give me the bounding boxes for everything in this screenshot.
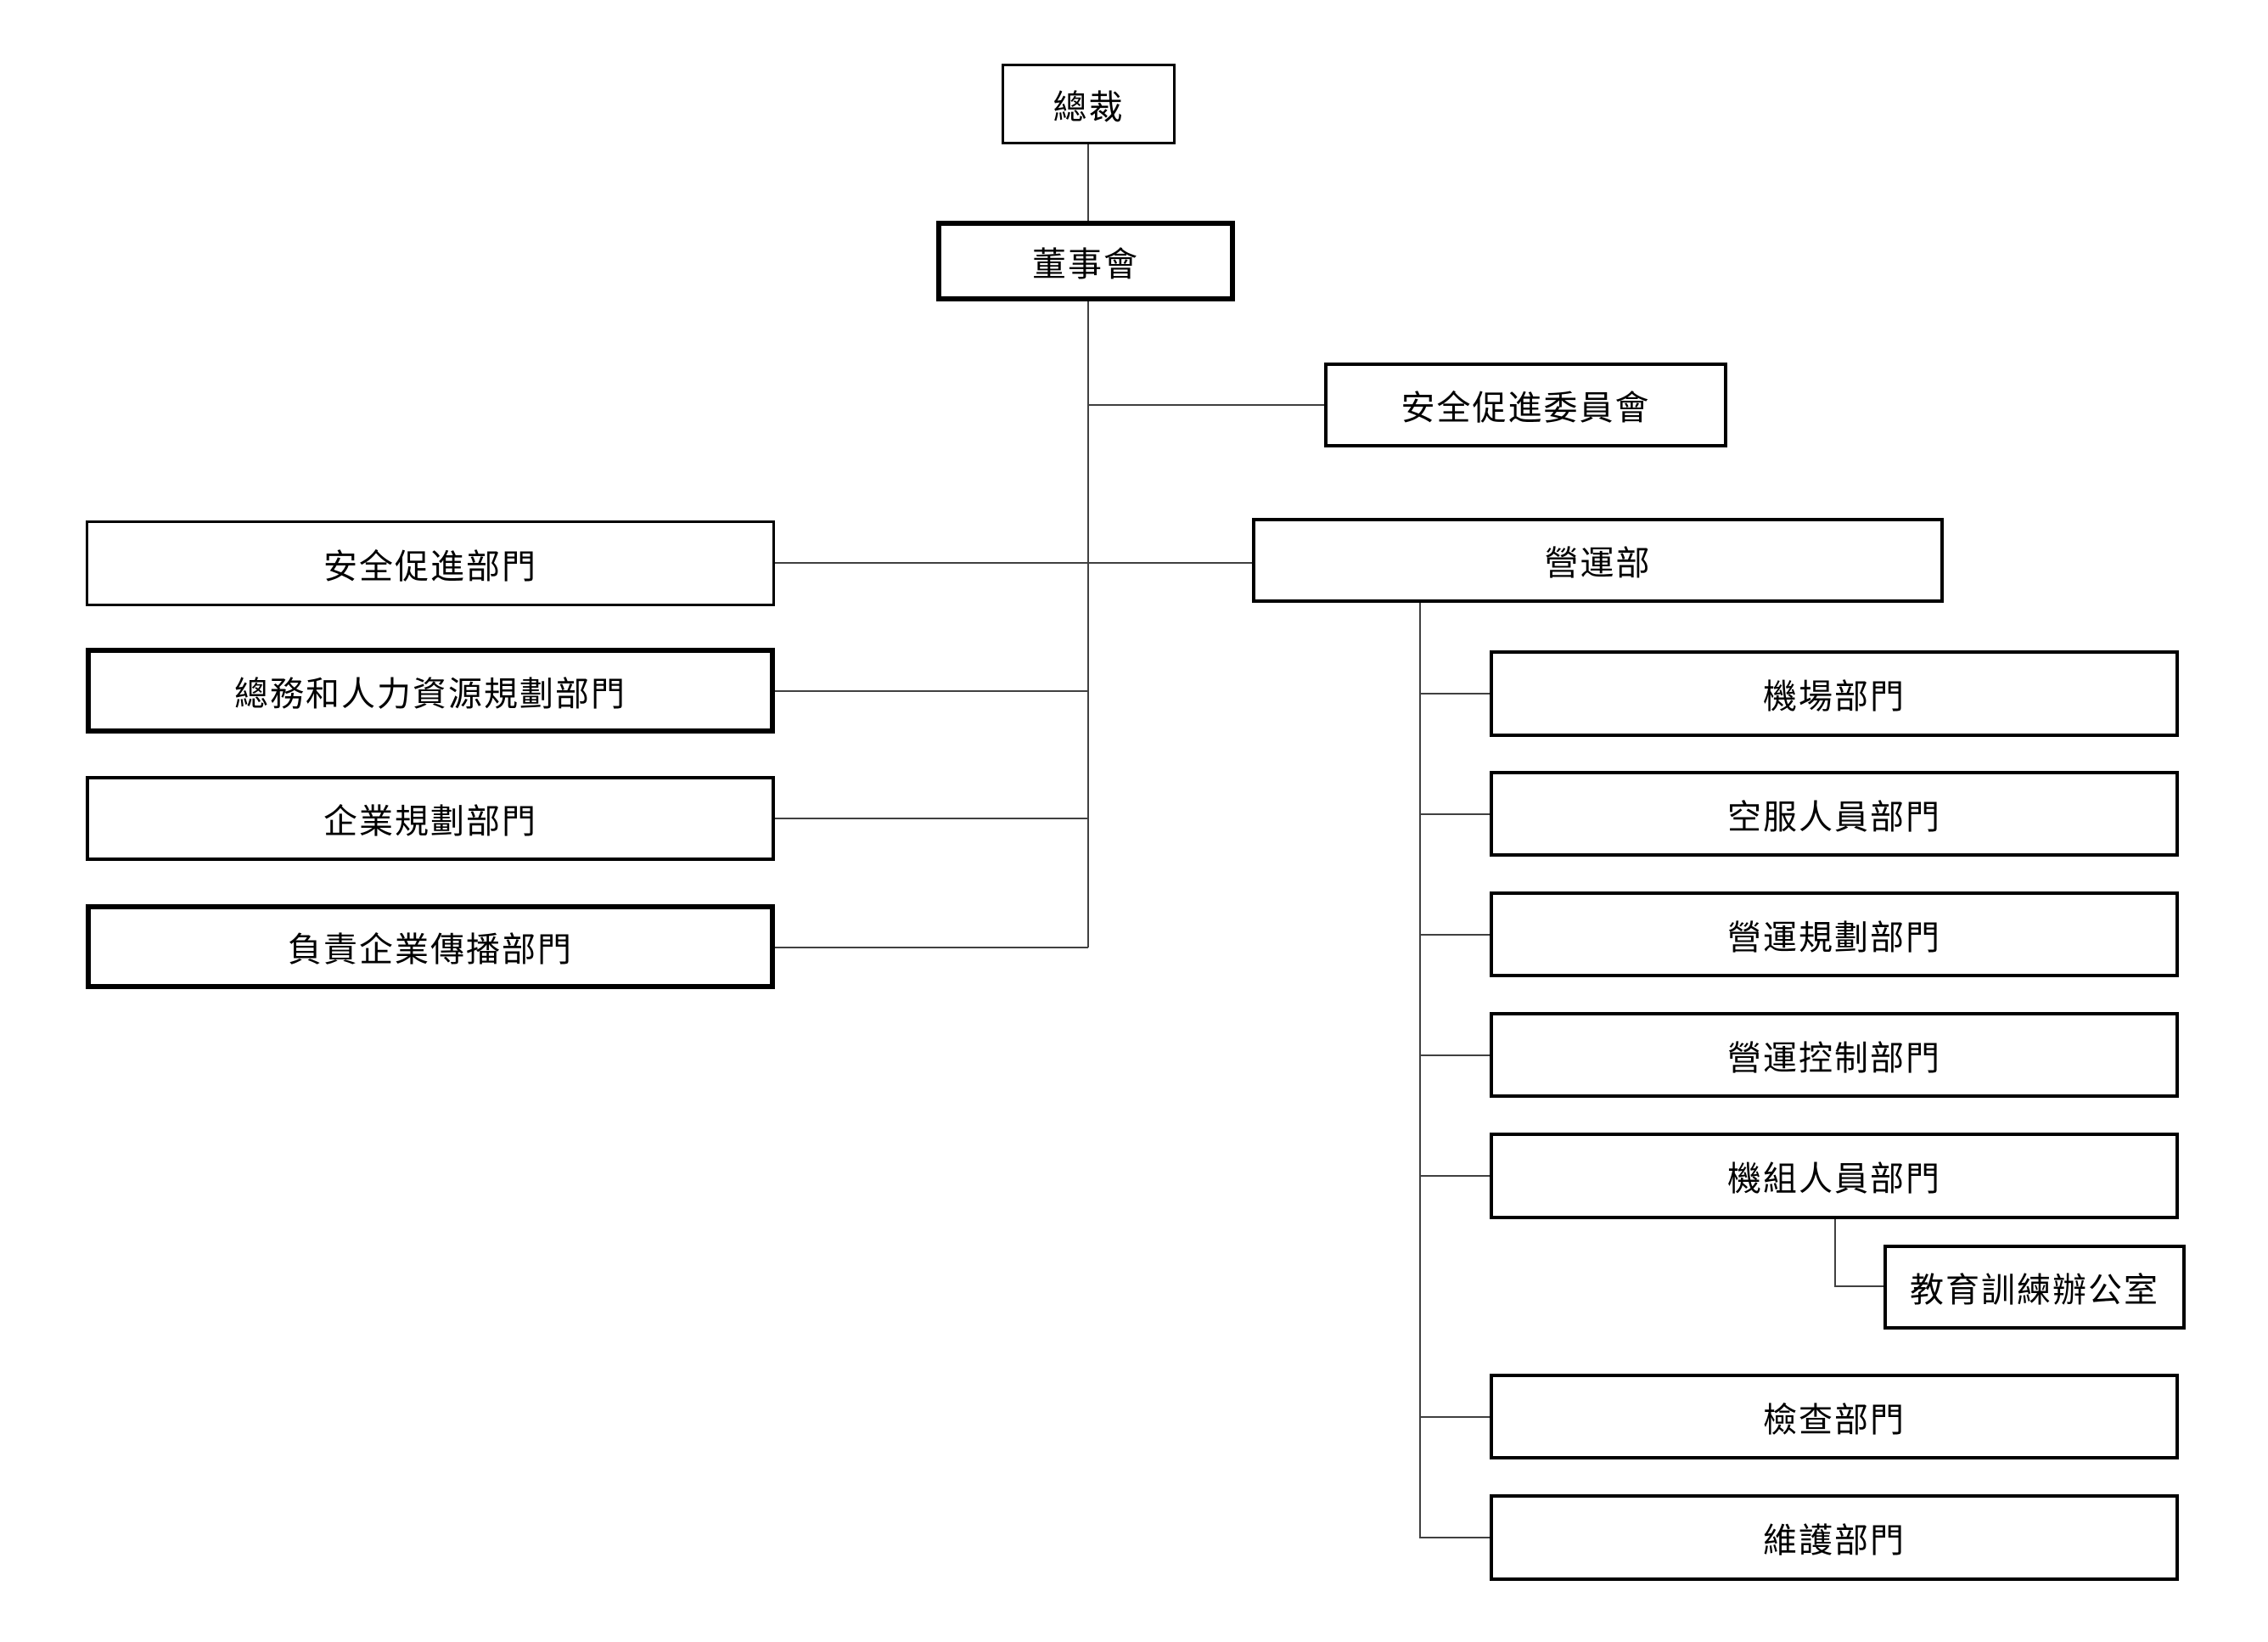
org-node-maintenance-dept: 維護部門: [1490, 1494, 2179, 1581]
connector-trunk-general-affairs-hr: [775, 690, 1088, 692]
org-node-general-affairs-hr-dept: 總務和人力資源規劃部門: [86, 648, 775, 734]
org-node-president-label: 總裁: [1053, 88, 1125, 127]
org-node-airport-dept-label: 機場部門: [1763, 678, 1906, 716]
connector-operations-maintenance: [1419, 1537, 1490, 1538]
connector-operations-airport: [1419, 693, 1490, 694]
org-node-president: 總裁: [1002, 64, 1176, 144]
connector-president-board: [1087, 144, 1089, 221]
org-node-training-office: 教育訓練辦公室: [1883, 1245, 2186, 1330]
org-node-corporate-planning-dept-label: 企業規劃部門: [323, 803, 537, 841]
connector-trunk-safety-promotion-and-operations: [775, 562, 1252, 564]
connector-operations-operations-control: [1419, 1054, 1490, 1056]
connector-board-trunk: [1087, 301, 1089, 948]
connector-flight-crew-training-horizontal: [1834, 1285, 1883, 1287]
org-node-safety-promotion-dept: 安全促進部門: [86, 520, 775, 606]
org-node-flight-crew-dept: 機組人員部門: [1490, 1133, 2179, 1219]
org-node-safety-committee-label: 安全促進委員會: [1401, 390, 1651, 427]
org-node-safety-promotion-dept-label: 安全促進部門: [323, 548, 537, 586]
connector-trunk-safety-committee: [1088, 404, 1324, 406]
connector-operations-flight-crew: [1419, 1175, 1490, 1177]
org-node-inspection-dept: 檢查部門: [1490, 1374, 2179, 1459]
org-node-operations-dept-label: 營運部: [1544, 545, 1652, 582]
connector-flight-crew-training-vertical: [1834, 1219, 1836, 1287]
connector-trunk-corporate-planning: [775, 818, 1088, 819]
org-node-flight-crew-dept-label: 機組人員部門: [1727, 1161, 1941, 1198]
org-node-operations-control-dept-label: 營運控制部門: [1727, 1039, 1941, 1077]
org-node-operations-dept: 營運部: [1252, 518, 1944, 603]
org-node-training-office-label: 教育訓練辦公室: [1910, 1272, 2159, 1309]
connector-operations-cabin-crew: [1419, 813, 1490, 815]
org-node-board: 董事會: [936, 221, 1235, 301]
org-node-cabin-crew-dept-label: 空服人員部門: [1727, 798, 1941, 836]
org-node-safety-committee: 安全促進委員會: [1324, 363, 1727, 447]
org-node-corporate-planning-dept: 企業規劃部門: [86, 776, 775, 861]
connector-operations-trunk: [1419, 603, 1421, 1538]
org-node-corporate-communications-dept: 負責企業傳播部門: [86, 904, 775, 989]
connector-trunk-corporate-communications: [775, 947, 1088, 948]
org-node-general-affairs-hr-dept-label: 總務和人力資源規劃部門: [234, 675, 626, 713]
org-node-operations-planning-dept: 營運規劃部門: [1490, 891, 2179, 977]
connector-operations-inspection: [1419, 1416, 1490, 1418]
org-node-inspection-dept-label: 檢查部門: [1763, 1401, 1906, 1439]
org-node-operations-control-dept: 營運控制部門: [1490, 1012, 2179, 1098]
org-node-board-label: 董事會: [1032, 245, 1139, 284]
org-node-corporate-communications-dept-label: 負責企業傳播部門: [288, 931, 573, 969]
org-node-operations-planning-dept-label: 營運規劃部門: [1727, 919, 1941, 957]
connector-operations-operations-planning: [1419, 934, 1490, 936]
org-node-cabin-crew-dept: 空服人員部門: [1490, 771, 2179, 857]
org-node-airport-dept: 機場部門: [1490, 650, 2179, 737]
org-node-maintenance-dept-label: 維護部門: [1763, 1522, 1906, 1560]
